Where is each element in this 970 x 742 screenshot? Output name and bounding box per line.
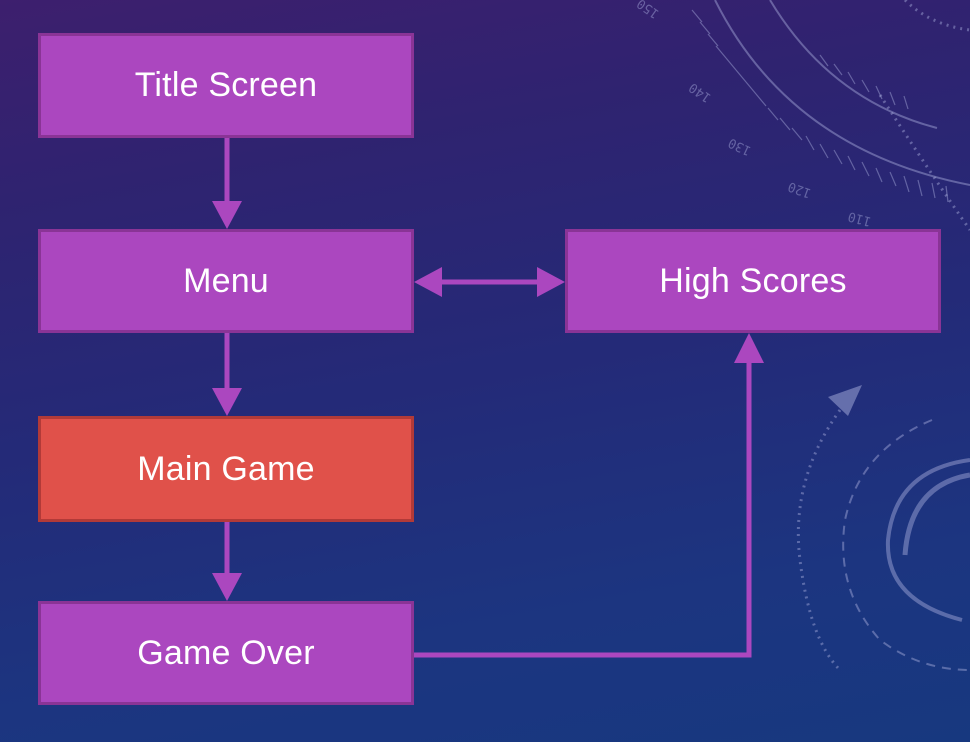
arrowhead-right-icon <box>537 267 565 297</box>
node-game-over[interactable]: Game Over <box>38 601 414 705</box>
dial-ticks <box>691 9 949 203</box>
orbit-arrow-icon <box>828 385 862 416</box>
arrowhead-left-icon <box>414 267 442 297</box>
dial-arc-dotted-2 <box>878 94 970 231</box>
dial-arc-outer <box>714 0 970 186</box>
orbit-arc-dashed <box>842 419 970 671</box>
node-high-scores[interactable]: High Scores <box>565 229 941 333</box>
edge-game-over-to-high-scores <box>414 358 752 658</box>
node-label: Main Game <box>137 449 315 488</box>
orbit-ring-outer <box>885 458 970 622</box>
orbit-arc-dotted <box>796 409 842 672</box>
dial-arc-inner <box>769 0 938 129</box>
arrowhead-up-icon <box>734 333 764 363</box>
node-menu[interactable]: Menu <box>38 229 414 333</box>
node-label: Menu <box>183 261 269 300</box>
node-label: Title Screen <box>134 66 318 104</box>
dial-arc-dotted <box>903 0 970 32</box>
dial-label: 150 <box>634 0 662 21</box>
dial-label: 110 <box>846 208 873 229</box>
node-label: High Scores <box>659 261 847 300</box>
node-main-game[interactable]: Main Game <box>38 416 414 522</box>
dial-label: 120 <box>786 178 813 200</box>
node-title-screen[interactable]: Title Screen <box>38 33 414 138</box>
arrowhead-down-icon <box>212 201 242 229</box>
dial-label: 140 <box>686 79 714 105</box>
arrowhead-down-icon <box>212 573 242 601</box>
dial-label: 130 <box>726 134 754 158</box>
orbit-ring-inner <box>902 472 970 556</box>
arrowhead-down-icon <box>212 388 242 416</box>
node-label: Game Over <box>137 633 315 672</box>
